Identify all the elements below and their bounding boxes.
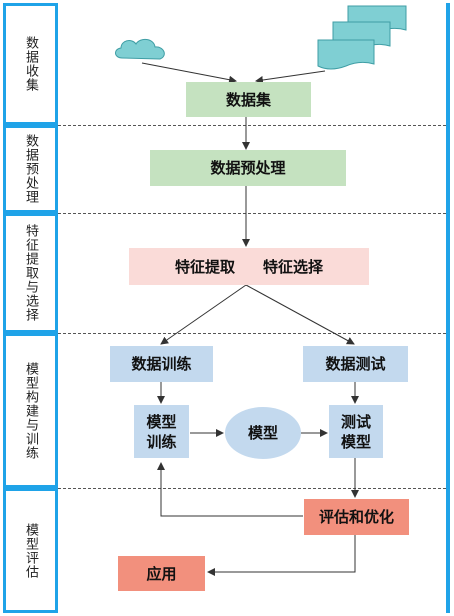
dataset-node: 数据集 — [186, 82, 311, 117]
model-label: 模型 — [247, 424, 278, 442]
test-data-label: 数据测试 — [325, 355, 386, 373]
separator — [58, 213, 446, 214]
test-model-node: 测试 模型 — [329, 405, 383, 458]
model-train-label: 模型 训练 — [146, 412, 177, 451]
preprocess-label: 数据预处理 — [210, 159, 286, 177]
document-stack-icon — [317, 5, 407, 70]
stage-preprocessing: 数据预处理 — [3, 125, 58, 213]
train-data-node: 数据训练 — [110, 346, 213, 382]
stage-label: 特征提取与选择 — [23, 224, 38, 322]
feature-select-label: 特征选择 — [263, 257, 324, 276]
preprocess-node: 数据预处理 — [150, 150, 346, 186]
test-model-label: 测试 模型 — [340, 412, 371, 451]
dataset-label: 数据集 — [225, 90, 271, 109]
stage-label: 数据预处理 — [23, 134, 38, 204]
evaluate-label: 评估和优化 — [318, 508, 394, 526]
stage-label: 模型构建与训练 — [23, 361, 38, 460]
apply-label: 应用 — [146, 564, 177, 583]
stage-label: 模型评估 — [23, 522, 38, 579]
feature-extract-label: 特征提取 — [174, 257, 235, 276]
test-data-node: 数据测试 — [303, 346, 408, 382]
separator — [58, 333, 446, 334]
stage-label: 数据收集 — [23, 36, 38, 92]
model-train-node: 模型 训练 — [134, 405, 189, 458]
model-node: 模型 — [225, 407, 301, 459]
train-data-label: 数据训练 — [131, 355, 192, 373]
separator — [58, 488, 446, 489]
feature-node: 特征提取 特征选择 — [129, 248, 369, 285]
stage-feature-selection: 特征提取与选择 — [3, 213, 58, 333]
cloud-icon — [115, 39, 165, 60]
separator — [58, 125, 446, 126]
stage-model-evaluation: 模型评估 — [3, 488, 58, 613]
stage-model-training: 模型构建与训练 — [3, 333, 58, 488]
right-frame-bar — [446, 3, 450, 613]
stage-data-collection: 数据收集 — [3, 3, 58, 125]
evaluate-node: 评估和优化 — [304, 499, 409, 535]
apply-node: 应用 — [118, 556, 205, 591]
